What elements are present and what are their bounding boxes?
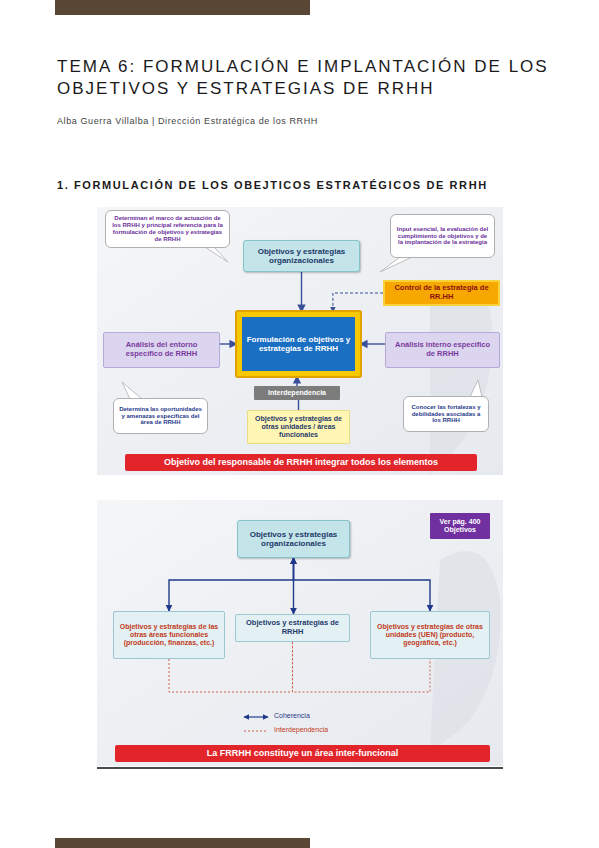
connector (301, 272, 302, 312)
central-box: Formulación de objetivos y estrategias d… (237, 312, 360, 376)
ghost-figure (430, 282, 493, 475)
section-heading: 1. FORMULACIÓN DE LOS OBEJTICOS ESTRATÉG… (57, 179, 557, 191)
node-text: Determinan el marco de actuación de los … (110, 215, 225, 243)
node-text: Objetivos y estrategias organizacionales (242, 530, 345, 548)
connector (294, 558, 431, 611)
process-box: Control de la estrategia de RR.HH (383, 280, 500, 306)
connector (220, 343, 237, 344)
rule (97, 767, 503, 769)
connector (333, 293, 383, 312)
node-text: Objetivos y estrategias de otras unidade… (252, 415, 345, 439)
callout-box: Determinan el marco de actuación de los … (105, 210, 230, 248)
node-text: Análisis del entorno específico de RRHH (108, 341, 215, 358)
node-text: La FRRHH constituye un área inter-funcio… (207, 748, 399, 758)
node-text: Objetivos y estrategias organizacionales (248, 247, 355, 265)
process-box: Objetivos y estrategias de otras unidade… (370, 611, 490, 659)
bottom-bar (55, 838, 310, 848)
top-bar (55, 0, 310, 15)
connector (293, 558, 294, 614)
node-text: Interdependencia (268, 389, 326, 397)
process-box: Análisis interno específico de RRHH (385, 332, 500, 368)
process-box: Objetivos y estrategias organizacionales (243, 240, 360, 272)
callout-tail (380, 257, 412, 272)
legend-dash-sample (244, 731, 268, 732)
callout-box: Conocer las fortalezas y debilidades aso… (403, 396, 489, 432)
legend-text: Coherencia (274, 712, 310, 719)
banner: Objetivo del responsable de RRHH integra… (125, 454, 477, 471)
node-text: Conocer las fortalezas y debilidades aso… (408, 404, 484, 425)
node-text: Input esencial, la evaluación del cumpli… (395, 226, 490, 247)
node-text: Objetivos y estrategias de otras unidade… (375, 623, 485, 647)
band-label: Interdependencia (254, 386, 340, 400)
node-text: Objetivo del responsable de RRHH integra… (164, 457, 438, 467)
banner: La FRRHH constituye un área inter-funcio… (115, 745, 490, 762)
node-text: Objetivos y estrategias de las otras áre… (118, 623, 220, 647)
process-box: Análisis del entorno específico de RRHH (103, 332, 220, 368)
connector (296, 376, 297, 386)
diagram-panel (97, 500, 503, 766)
callout-tail (470, 380, 482, 397)
author-line: Alba Guerra Villalba | Dirección Estraté… (57, 116, 537, 126)
diagram-panel (97, 207, 503, 475)
process-box: Objetivos y estrategias de las otras áre… (113, 611, 225, 659)
node-text: Control de la estrategia de RR.HH (389, 284, 494, 301)
process-box: Objetivos y estrategias de RRHH (235, 614, 350, 642)
connector (169, 558, 294, 611)
node-text: Objetivos y estrategias de RRHH (240, 619, 345, 636)
callout-tail (122, 382, 142, 399)
legend-text: Interdependencia (274, 726, 328, 733)
callout-box: Input esencial, la evaluación del cumpli… (390, 214, 495, 258)
connector (298, 400, 299, 410)
connector (360, 343, 385, 344)
page-title: TEMA 6: FORMULACIÓN E IMPLANTACIÓN DE LO… (57, 56, 557, 100)
node-text: Ver pág. 400 Objetivos (434, 518, 486, 534)
process-box: Objetivos y estrategias de otras unidade… (247, 410, 350, 444)
node-text: Formulación de objetivos y estrategias d… (246, 335, 351, 353)
callout-box: Determina las oportunidades y amenazas e… (113, 398, 208, 434)
node-text: Análisis interno específico de RRHH (390, 341, 495, 358)
callout-tail (205, 247, 228, 262)
legend-arrow-sample (244, 716, 268, 717)
note-box: Ver pág. 400 Objetivos (430, 513, 490, 539)
process-box: Objetivos y estrategias organizacionales (237, 520, 350, 558)
node-text: Determina las oportunidades y amenazas e… (118, 406, 203, 427)
